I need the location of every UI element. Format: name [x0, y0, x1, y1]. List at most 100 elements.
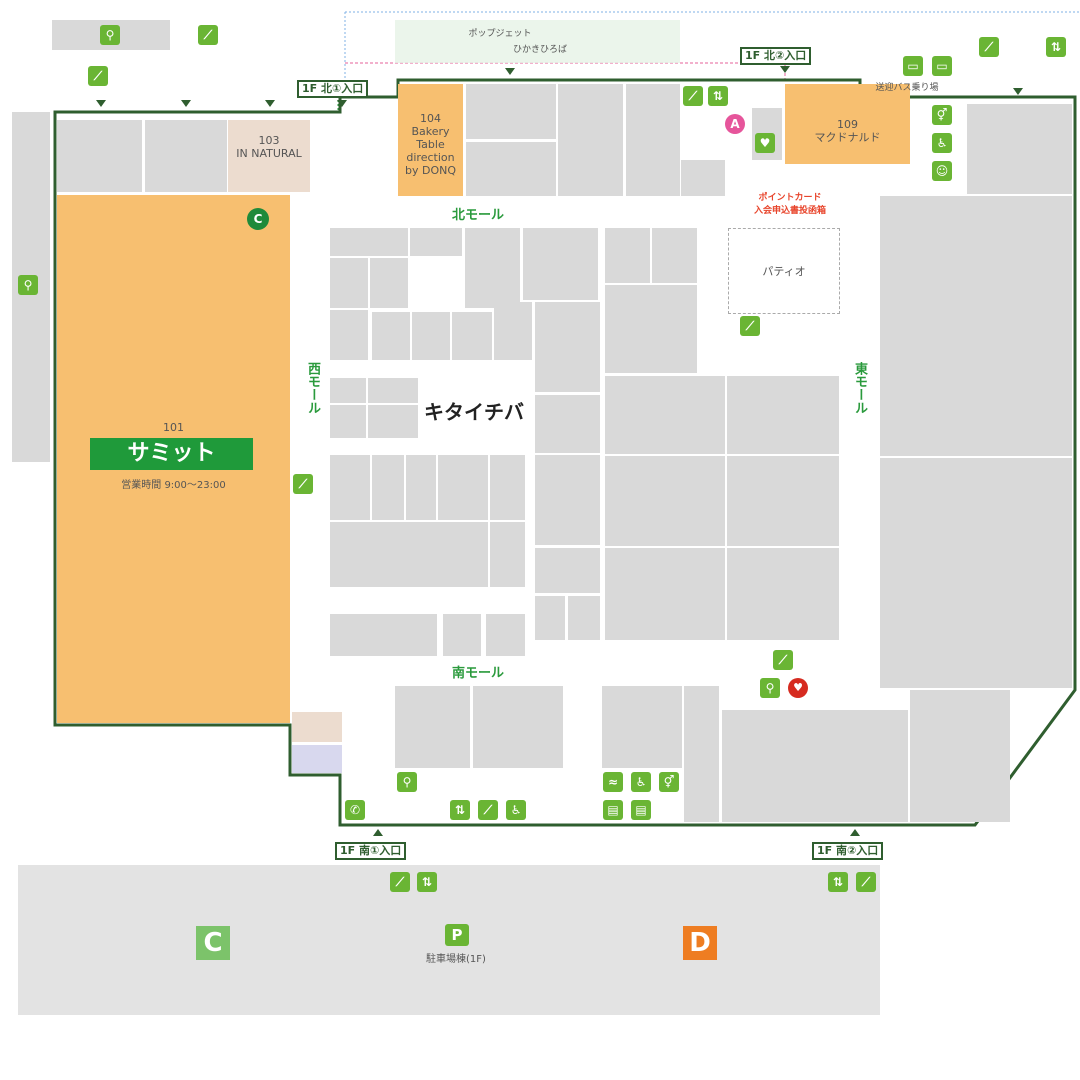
nursing-room-icon: ☺	[932, 161, 952, 181]
tenant[interactable]	[438, 455, 488, 520]
bus-icon: ▭	[903, 56, 923, 76]
tenant[interactable]	[535, 548, 600, 593]
tenant[interactable]	[486, 614, 525, 656]
marker-a[interactable]: A	[725, 114, 745, 134]
stairs-icon: ⟋	[390, 872, 410, 892]
tenant[interactable]	[910, 690, 1010, 822]
tenant[interactable]	[473, 686, 563, 768]
east-mall-label: 東モール	[852, 362, 867, 414]
entrance-south-2[interactable]: 1F 南②入口	[812, 842, 884, 860]
store-number: 104	[420, 112, 441, 125]
tenant[interactable]	[406, 455, 436, 520]
tenant[interactable]	[967, 104, 1072, 194]
tenant[interactable]	[465, 228, 520, 308]
tenant[interactable]	[292, 712, 342, 742]
entrance-north-2[interactable]: 1F 北②入口	[740, 47, 812, 65]
tenant[interactable]	[490, 455, 525, 520]
escalator-icon: ⟋	[773, 650, 793, 670]
tenant[interactable]	[605, 456, 725, 546]
tenant[interactable]	[145, 120, 227, 192]
tenant[interactable]	[330, 378, 366, 403]
tenant[interactable]	[652, 228, 697, 283]
entrance-arrow-icon	[337, 100, 347, 107]
tenant[interactable]	[466, 84, 556, 139]
tenant[interactable]	[292, 745, 342, 773]
tenant[interactable]	[535, 395, 600, 453]
parking-label: 駐車場棟(1F)	[426, 954, 486, 965]
bicycle-icon: ⚲	[100, 25, 120, 45]
stairs-icon: ⟋	[856, 872, 876, 892]
tenant[interactable]	[330, 228, 408, 256]
entrance-arrow-icon	[505, 68, 515, 75]
point-card-line-1: ポイントカード	[758, 193, 822, 203]
tenant[interactable]	[410, 228, 462, 256]
tenant[interactable]	[558, 84, 623, 196]
tenant[interactable]	[412, 312, 450, 360]
restroom-icon: ⚥	[932, 105, 952, 125]
tenant[interactable]	[535, 455, 600, 545]
kitaichiba-label: キタイチバ	[424, 400, 524, 424]
parking-zone-c[interactable]: C	[196, 926, 230, 960]
tenant[interactable]	[494, 302, 532, 360]
tenant[interactable]	[684, 686, 719, 822]
accessible-toilet-icon: ♿	[631, 772, 651, 792]
store-101[interactable]: 101 サミット 営業時間 9:00～23:00	[57, 195, 290, 723]
tenant[interactable]	[880, 196, 1072, 456]
tenant[interactable]	[330, 405, 366, 438]
entrance-north-1[interactable]: 1F 北①入口	[297, 80, 369, 98]
entrance-south-1[interactable]: 1F 南①入口	[335, 842, 407, 860]
stairs-icon: ⟋	[478, 800, 498, 820]
stroller-icon: ⚲	[397, 772, 417, 792]
entrance-arrow-icon	[96, 100, 106, 107]
tenant[interactable]	[330, 614, 437, 656]
entrance-arrow-icon	[1013, 88, 1023, 95]
tenant[interactable]	[605, 228, 650, 283]
tenant[interactable]	[372, 455, 404, 520]
tenant[interactable]	[443, 614, 481, 656]
tenant[interactable]	[727, 376, 839, 454]
tenant[interactable]	[535, 302, 600, 392]
tenant[interactable]	[330, 258, 368, 308]
tenant[interactable]	[523, 228, 598, 300]
tenant[interactable]	[605, 285, 697, 373]
tenant[interactable]	[452, 312, 492, 360]
tenant[interactable]	[605, 548, 725, 640]
patio: パティオ	[728, 228, 840, 314]
tenant[interactable]	[490, 522, 525, 587]
accessible-toilet-icon: ♿	[932, 133, 952, 153]
tenant[interactable]	[370, 258, 408, 308]
tenant[interactable]	[330, 310, 368, 360]
tenant[interactable]	[372, 312, 410, 360]
store-name: Bakery Table direction by DONQ	[404, 125, 456, 177]
parking-zone-d[interactable]: D	[683, 926, 717, 960]
tenant[interactable]	[626, 84, 680, 196]
tenant[interactable]	[727, 456, 839, 546]
plaza-label: ひかきひろば	[512, 45, 567, 55]
tenant[interactable]	[330, 522, 488, 587]
store-name: マクドナルド	[814, 131, 881, 144]
tenant[interactable]	[57, 120, 142, 192]
store-hours: 営業時間 9:00～23:00	[121, 480, 226, 491]
tenant[interactable]	[466, 142, 556, 196]
tenant[interactable]	[368, 405, 418, 438]
tenant[interactable]	[568, 596, 600, 640]
tenant[interactable]	[330, 455, 370, 520]
tenant[interactable]	[535, 596, 565, 640]
tenant[interactable]	[722, 710, 908, 822]
tenant[interactable]	[368, 378, 418, 403]
stroller-icon: ⚲	[760, 678, 780, 698]
taxi-icon: ▭	[932, 56, 952, 76]
tenant[interactable]	[605, 376, 725, 454]
entrance-arrow-icon	[265, 100, 275, 107]
tenant[interactable]	[602, 686, 682, 768]
elevator-icon: ⇅	[828, 872, 848, 892]
marker-c[interactable]: C	[247, 208, 269, 230]
tenant[interactable]	[395, 686, 470, 768]
tenant[interactable]	[880, 458, 1072, 688]
tenant[interactable]	[681, 160, 725, 196]
stairs-icon: ⟋	[683, 86, 703, 106]
tenant[interactable]	[727, 548, 839, 640]
